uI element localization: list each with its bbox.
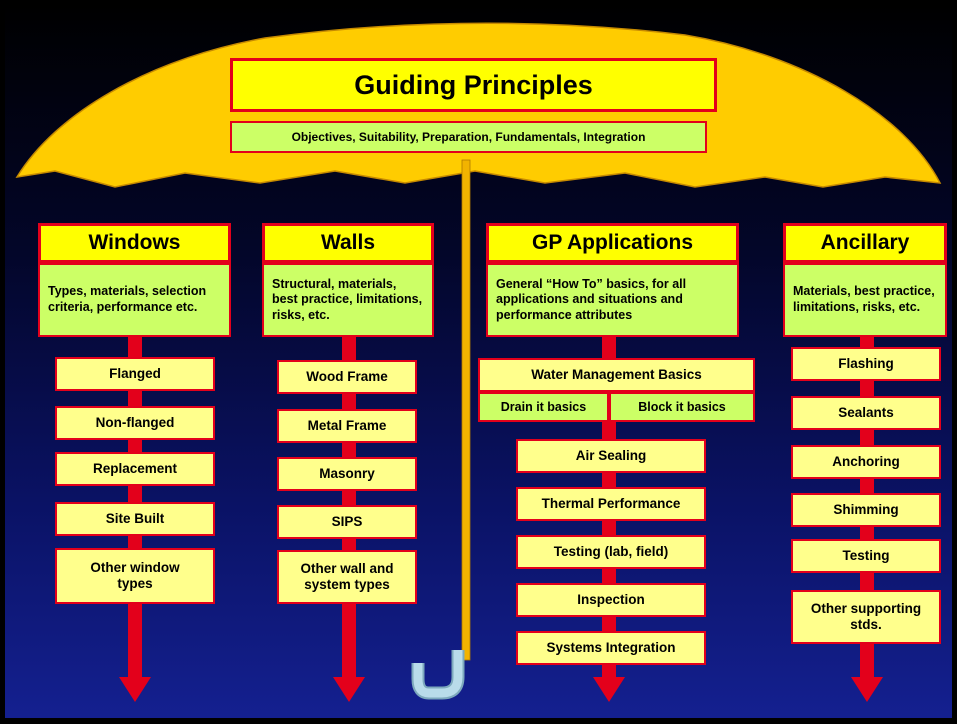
- water-management-basics: Water Management Basics: [478, 358, 755, 392]
- walls-item-metal-frame: Metal Frame: [277, 409, 417, 443]
- gp-item-testing: Testing (lab, field): [516, 535, 706, 569]
- windows-item-other: Other window types: [55, 548, 215, 604]
- walls-item-wood-frame: Wood Frame: [277, 360, 417, 394]
- walls-description: Structural, materials, best practice, li…: [262, 263, 434, 337]
- walls-heading: Walls: [262, 223, 434, 263]
- windows-heading: Windows: [38, 223, 231, 263]
- ancillary-item-flashing: Flashing: [791, 347, 941, 381]
- walls-item-other: Other wall and system types: [277, 550, 417, 604]
- gp-item-systems-integration: Systems Integration: [516, 631, 706, 665]
- windows-item-site-built: Site Built: [55, 502, 215, 536]
- gp-applications-description: General “How To” basics, for all applica…: [486, 263, 739, 337]
- windows-item-flanged: Flanged: [55, 357, 215, 391]
- umbrella-shaft: [461, 159, 471, 661]
- windows-item-replacement: Replacement: [55, 452, 215, 486]
- gp-applications-heading: GP Applications: [486, 223, 739, 263]
- windows-description: Types, materials, selection criteria, pe…: [38, 263, 231, 337]
- gp-item-air-sealing: Air Sealing: [516, 439, 706, 473]
- gp-item-inspection: Inspection: [516, 583, 706, 617]
- ancillary-item-testing: Testing: [791, 539, 941, 573]
- drain-it-basics: Drain it basics: [478, 392, 609, 422]
- ancillary-item-sealants: Sealants: [791, 396, 941, 430]
- guiding-principles-title: Guiding Principles: [230, 58, 717, 112]
- ancillary-description: Materials, best practice, limitations, r…: [783, 263, 947, 337]
- ancillary-item-anchoring: Anchoring: [791, 445, 941, 479]
- walls-item-masonry: Masonry: [277, 457, 417, 491]
- windows-item-non-flanged: Non-flanged: [55, 406, 215, 440]
- ancillary-heading: Ancillary: [783, 223, 947, 263]
- walls-item-sips: SIPS: [277, 505, 417, 539]
- guiding-principles-subtitle: Objectives, Suitability, Preparation, Fu…: [230, 121, 707, 153]
- ancillary-item-other: Other supporting stds.: [791, 590, 941, 644]
- gp-item-thermal-performance: Thermal Performance: [516, 487, 706, 521]
- diagram-canvas: Guiding Principles Objectives, Suitabili…: [5, 5, 952, 718]
- ancillary-item-shimming: Shimming: [791, 493, 941, 527]
- block-it-basics: Block it basics: [609, 392, 755, 422]
